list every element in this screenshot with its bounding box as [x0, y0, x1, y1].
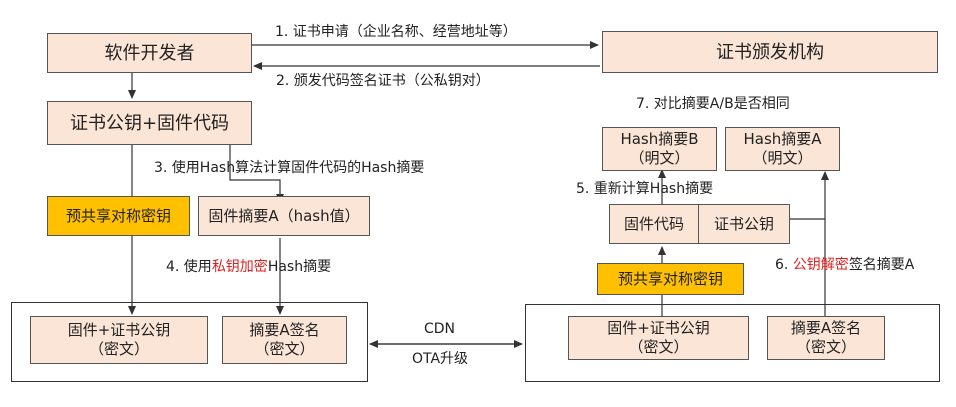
signature-left-label: 摘要A签名 （密文）: [249, 321, 320, 358]
preshared-key-left-box: 预共享对称密钥: [47, 196, 190, 236]
digest-a-box: 固件摘要A（hash值）: [198, 196, 370, 236]
cert-firmware-label: 证书公钥+固件代码: [69, 112, 230, 134]
preshared-key-right-box: 预共享对称密钥: [597, 263, 744, 295]
encrypted-firmware-right-box: 固件+证书公钥 （密文）: [568, 316, 749, 360]
step4-prefix: 4. 使用: [166, 259, 212, 275]
arrow-hash-compute: [229, 145, 284, 203]
firmware-code-box: 固件代码: [609, 204, 699, 244]
step4-highlight: 私钥加密: [211, 259, 268, 275]
step6-prefix: 6.: [775, 257, 793, 273]
step6-highlight: 公钥解密: [792, 257, 849, 273]
encrypted-firmware-left-box: 固件+证书公钥 （密文）: [30, 316, 208, 364]
hash-a-box: Hash摘要A （明文）: [725, 127, 840, 171]
step4-label: 4. 使用私钥加密Hash摘要: [166, 258, 331, 276]
encrypted-firmware-left-label: 固件+证书公钥 （密文）: [67, 321, 171, 358]
hash-b-box: Hash摘要B （明文）: [602, 127, 717, 171]
step6-suffix: 签名摘要A: [848, 257, 915, 273]
signature-left-box: 摘要A签名 （密文）: [222, 316, 347, 364]
ota-label: OTA升级: [412, 351, 469, 367]
step7-label: 7. 对比摘要A/B是否相同: [636, 96, 790, 112]
step5-label: 5. 重新计算Hash摘要: [576, 181, 714, 197]
cert-firmware-box: 证书公钥+固件代码: [47, 101, 252, 145]
developer-box: 软件开发者: [47, 33, 252, 73]
cert-public-key-box: 证书公钥: [698, 204, 790, 244]
preshared-key-right-label: 预共享对称密钥: [617, 269, 723, 288]
preshared-key-left-label: 预共享对称密钥: [65, 206, 171, 225]
step1-label: 1. 证书申请（企业名称、经营地址等）: [275, 24, 517, 40]
signature-right-label: 摘要A签名 （密文）: [790, 319, 862, 356]
cdn-label: CDN: [424, 321, 456, 337]
developer-label: 软件开发者: [104, 42, 195, 64]
step6-label: 6. 公钥解密签名摘要A: [775, 256, 914, 274]
step4-suffix: Hash摘要: [267, 259, 332, 275]
ca-label: 证书颁发机构: [716, 41, 824, 63]
cert-public-key-label: 证书公钥: [713, 214, 774, 233]
hash-b-label: Hash摘要B （明文）: [620, 130, 699, 167]
step2-label: 2. 颁发代码签名证书（公私钥对）: [276, 73, 490, 89]
ca-box: 证书颁发机构: [602, 31, 938, 73]
firmware-code-label: 固件代码: [623, 214, 684, 233]
step3-label: 3. 使用Hash算法计算固件代码的Hash摘要: [154, 160, 425, 176]
encrypted-firmware-right-label: 固件+证书公钥 （密文）: [607, 319, 710, 356]
digest-a-label: 固件摘要A（hash值）: [208, 206, 360, 225]
signature-right-box: 摘要A签名 （密文）: [767, 316, 885, 360]
firmware-package-right-frame: [525, 304, 940, 382]
hash-a-label: Hash摘要A （明文）: [743, 130, 822, 167]
firmware-package-left-frame: [11, 302, 368, 382]
